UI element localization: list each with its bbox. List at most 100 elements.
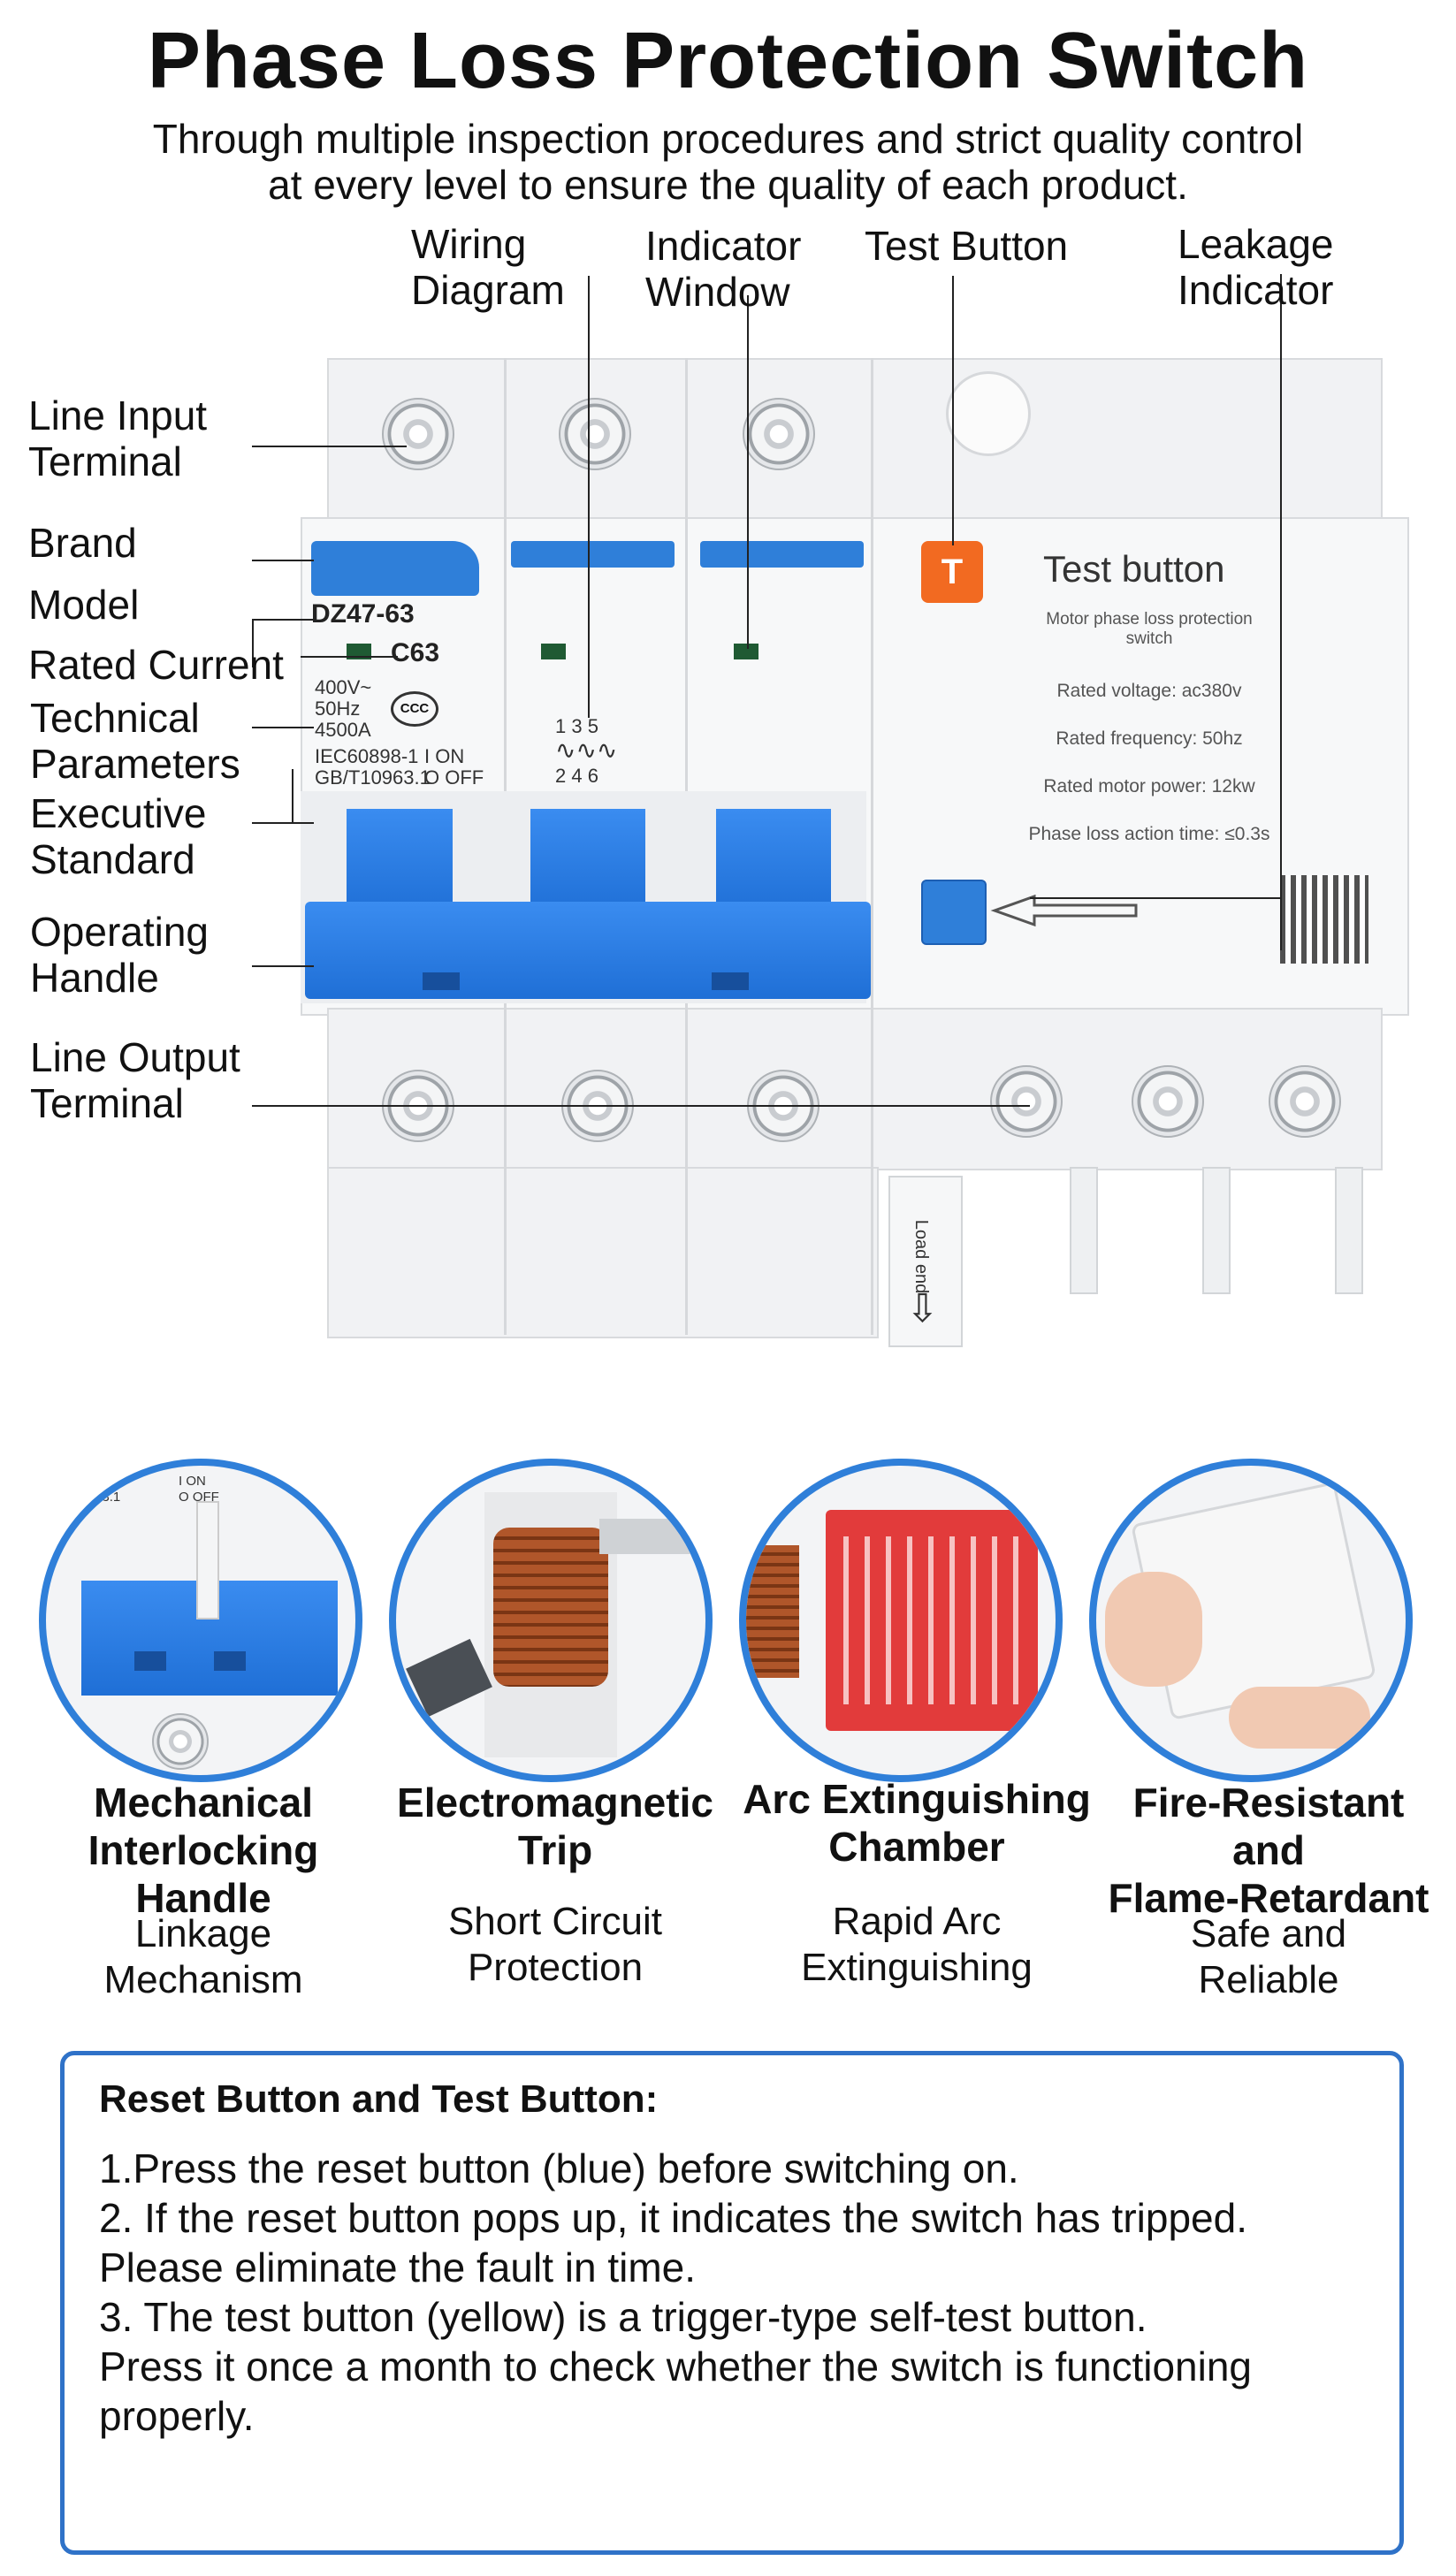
feature-title: and — [1232, 1827, 1305, 1873]
printed-std: 898-1 — [72, 1474, 107, 1489]
callout-rated-current: Rated Current — [28, 642, 284, 688]
standard-line: GB/T10963.1 — [315, 766, 431, 789]
load-end-label: Load end — [911, 1219, 932, 1294]
leader-line — [588, 276, 590, 718]
leader-line — [747, 295, 749, 649]
reset-button[interactable] — [921, 880, 987, 945]
test-button[interactable]: T — [921, 541, 983, 603]
subtitle-line-1: Through multiple inspection procedures a… — [152, 116, 1304, 162]
handle-slot — [134, 1651, 166, 1671]
arrow-down-icon: ⇩ — [906, 1287, 939, 1330]
line-output-screw — [1269, 1065, 1341, 1138]
callout-text: Terminal — [30, 1080, 184, 1126]
toggle-lever[interactable] — [530, 809, 645, 915]
pole-blue-strip — [700, 541, 864, 568]
feature-card: Mechanical Interlocking Handle Linkage M… — [35, 1779, 371, 2003]
instructions-heading: Reset Button and Test Button: — [99, 2077, 659, 2121]
line-input-screw — [559, 398, 631, 470]
side-coil — [746, 1545, 799, 1678]
leader-line — [1030, 897, 1282, 899]
feature-card: Arc Extinguishing Chamber Rapid Arc Exti… — [718, 1775, 1116, 1991]
callout-test-button: Test Button — [865, 223, 1069, 269]
feature-title: Arc Extinguishing — [743, 1776, 1091, 1822]
leader-line — [252, 446, 407, 447]
feature-desc: Protection — [467, 1946, 644, 1989]
wiring-terminals-top: 1 3 5 — [555, 715, 598, 737]
terminal-screw — [152, 1713, 209, 1770]
feature-title: Interlocking — [88, 1827, 319, 1873]
breaker-shell-top — [327, 358, 1383, 530]
callout-text: Window — [645, 269, 790, 315]
rcd-leg — [1335, 1167, 1363, 1294]
model-label: DZ47-63 — [311, 599, 415, 629]
callout-text: Standard — [30, 836, 195, 882]
rcd-leg — [1202, 1167, 1231, 1294]
feature-desc: Safe and — [1190, 1912, 1347, 1955]
handle-slot — [423, 972, 460, 990]
instruction-line: 1.Press the reset button (blue) before s… — [99, 2145, 1019, 2191]
clip-piece — [406, 1638, 492, 1718]
ccc-mark: CCC — [391, 691, 438, 727]
qr-code — [1280, 875, 1368, 964]
leader-line — [952, 276, 954, 545]
instruction-line: Press it once a month to check whether t… — [99, 2344, 1252, 2389]
leader-line — [252, 619, 314, 621]
standard-line: IEC60898-1 — [315, 745, 419, 767]
toggle-lever[interactable] — [716, 809, 831, 915]
rating-label: C63 — [391, 638, 440, 667]
feature-image-fire-resistant — [1089, 1459, 1413, 1782]
operating-handle[interactable] — [305, 902, 871, 999]
test-button-label: Test button — [1043, 548, 1225, 590]
callout-leakage-indicator: Leakage Indicator — [1178, 221, 1334, 313]
printed-off: O OFF — [179, 1490, 219, 1505]
callout-text: Parameters — [30, 741, 240, 787]
brand-label-strip — [311, 541, 479, 596]
feature-desc: Extinguishing — [801, 1946, 1033, 1989]
line-output-screw — [1132, 1065, 1204, 1138]
leader-line — [252, 560, 314, 561]
rated-frequency: Rated frequency: 50hz — [1056, 728, 1243, 749]
spec-line: 4500A — [315, 719, 371, 741]
feature-desc: Reliable — [1198, 1958, 1339, 2001]
printed-std: 10963.1 — [72, 1490, 121, 1505]
callout-indicator-window: Indicator Window — [645, 223, 801, 315]
leader-line — [252, 1105, 1030, 1107]
callout-text: Technical — [30, 695, 200, 741]
callout-text: Executive — [30, 790, 207, 836]
leader-line — [292, 769, 293, 824]
feature-card: Fire-Resistant and Flame-Retardant Safe … — [1096, 1779, 1441, 2003]
subtitle-line-2: at every level to ensure the quality of … — [268, 162, 1188, 208]
printed-on: I ON — [179, 1474, 206, 1489]
rated-power: Rated motor power: 12kw — [1043, 776, 1255, 796]
callout-text: Leakage — [1178, 221, 1334, 267]
rcd-desc: switch — [1125, 629, 1173, 648]
ccc-text: CCC — [400, 701, 430, 716]
callout-text: Terminal — [28, 438, 182, 484]
instruction-line: Please eliminate the fault in time. — [99, 2244, 697, 2290]
pole-divider — [196, 1501, 219, 1620]
metal-frame — [599, 1519, 697, 1554]
arc-grid-plates — [843, 1536, 1020, 1704]
hand — [1229, 1687, 1370, 1749]
rcd-desc: Motor phase loss protection — [1046, 610, 1253, 629]
callout-executive-standard: Executive Standard — [30, 790, 206, 882]
pole-blue-strip — [511, 541, 675, 568]
breaker-shell-foot — [327, 1167, 879, 1338]
callout-operating-handle: Operating Handle — [30, 909, 209, 1001]
callout-text: Line Output — [30, 1034, 240, 1080]
feature-image-electromagnetic-trip — [389, 1459, 713, 1782]
rcd-top-hole — [946, 371, 1031, 456]
feature-desc: Linkage — [134, 1912, 272, 1955]
wiring-diagram-icon: ∿∿∿ — [555, 736, 618, 764]
instruction-line: 3. The test button (yellow) is a trigger… — [99, 2294, 1147, 2340]
feature-title: Electromagnetic — [397, 1780, 713, 1825]
product-diagram: DZ47-63 C63 400V~ 50Hz 4500A CCC IEC6089… — [0, 221, 1456, 1370]
toggle-lever[interactable] — [347, 809, 453, 915]
feature-desc: Short Circuit — [447, 1900, 663, 1943]
feature-title: Chamber — [828, 1824, 1005, 1870]
test-button-letter: T — [941, 553, 964, 591]
pole-divider — [871, 358, 873, 1335]
leader-line — [252, 727, 314, 728]
indicator-window — [734, 644, 758, 659]
on-label: I ON — [424, 745, 465, 767]
